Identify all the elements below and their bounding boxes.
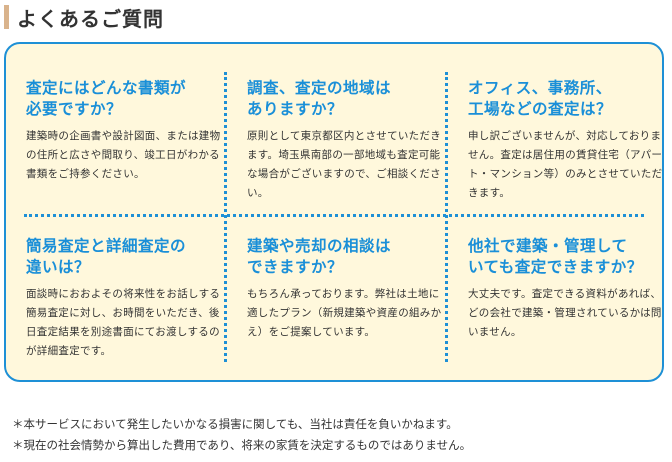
faq-answer: 建築時の企画書や設計図面、または建物の住所と広さや間取り、竣工日がわかる書類をご… xyxy=(26,130,221,180)
faq-answer: もちろん承っております。弊社は土地に適したプラン（新規建築や資産の組みかえ）をご… xyxy=(247,288,442,338)
faq-question: 他社で建築・管理していても査定できますか？ xyxy=(468,237,643,276)
faq-item: オフィス、事務所、工場などの査定は？ 申し訳ございませんが、対応しておりません。… xyxy=(468,78,664,203)
faq-question: オフィス、事務所、工場などの査定は？ xyxy=(468,79,613,118)
disclaimer-notes: ＊本サービスにおいて発生したいかなる損害に関しても、当社は責任を負いかねます。 … xyxy=(12,414,471,456)
faq-item: 調査、査定の地域はありますか？ 原則として東京都区内とさせていただきます。埼玉県… xyxy=(247,78,443,203)
faq-item: 他社で建築・管理していても査定できますか？ 大丈夫です。査定できる資料があれば、… xyxy=(468,236,664,342)
faq-question: 簡易査定と詳細査定の違いは？ xyxy=(26,237,187,276)
page-title: よくあるご質問 xyxy=(4,4,164,31)
faq-question: 建築や売却の相談はできますか？ xyxy=(247,237,392,276)
disclaimer-note: ＊現在の社会情勢から算出した費用であり、将来の家賃を決定するものではありません。 xyxy=(12,438,472,452)
faq-question: 調査、査定の地域はありますか？ xyxy=(247,79,392,118)
page-title-text: よくあるご質問 xyxy=(17,6,164,31)
faq-item: 建築や売却の相談はできますか？ もちろん承っております。弊社は土地に適したプラン… xyxy=(247,236,443,342)
faq-answer: 大丈夫です。査定できる資料があれば、どの会社で建築・管理されているかは問いません… xyxy=(468,288,662,338)
faq-answer: 申し訳ございませんが、対応しておりません。査定は居住用の賃貸住宅（アパート・マン… xyxy=(468,130,663,199)
faq-card: 査定にはどんな書類が必要ですか？ 建築時の企画書や設計図面、または建物の住所と広… xyxy=(4,42,664,382)
faq-item: 簡易査定と詳細査定の違いは？ 面談時におおよその将来性をお話しする簡易査定に対し… xyxy=(26,236,222,361)
title-accent-bar xyxy=(4,5,9,29)
disclaimer-note: ＊本サービスにおいて発生したいかなる損害に関しても、当社は責任を負いかねます。 xyxy=(12,417,458,431)
faq-answer: 原則として東京都区内とさせていただきます。埼玉県南部の一部地域も査定可能な場合が… xyxy=(247,130,442,199)
faq-item: 査定にはどんな書類が必要ですか？ 建築時の企画書や設計図面、または建物の住所と広… xyxy=(26,78,222,184)
horizontal-divider xyxy=(24,214,644,217)
faq-answer: 面談時におおよその将来性をお話しする簡易査定に対し、お時間をいただき、後日査定結… xyxy=(26,288,221,357)
faq-question: 査定にはどんな書類が必要ですか？ xyxy=(26,79,187,118)
vertical-divider-2 xyxy=(445,72,448,362)
vertical-divider-1 xyxy=(224,72,227,362)
